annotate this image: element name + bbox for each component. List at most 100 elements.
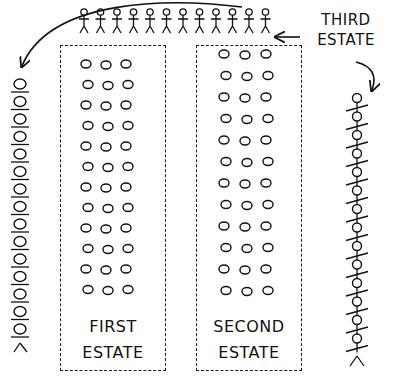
- person-head: [81, 183, 91, 191]
- figure-head: [130, 9, 136, 15]
- figure-arms: [11, 284, 29, 285]
- person-head: [83, 163, 93, 171]
- figure-body: [346, 158, 368, 168]
- figure-body: [79, 15, 89, 33]
- person-head: [242, 116, 252, 124]
- person-head: [101, 143, 111, 151]
- figure-head: [14, 79, 26, 89]
- person-head: [240, 94, 250, 102]
- person-head: [221, 158, 231, 166]
- person-head: [219, 265, 229, 273]
- figure-head: [180, 9, 186, 15]
- stick-figure: [145, 9, 155, 33]
- person-head: [242, 288, 252, 296]
- person-head: [103, 164, 113, 172]
- stick-figure: [211, 9, 221, 33]
- figure-body: [261, 15, 271, 33]
- figure-body: [346, 325, 368, 335]
- person-head: [261, 222, 271, 230]
- figure-head: [147, 9, 153, 15]
- figure-body: [346, 214, 368, 224]
- stick-figure: [96, 9, 106, 33]
- estate-label: FIRST ESTATE: [71, 314, 155, 366]
- figure-body: [112, 15, 122, 33]
- person-head: [242, 159, 252, 167]
- figure-body: [162, 15, 172, 33]
- figure-arms: [11, 231, 29, 232]
- person-head: [261, 50, 271, 58]
- person-head: [121, 60, 131, 68]
- figure-head: [14, 254, 26, 264]
- figure-head: [14, 237, 26, 247]
- figure-head: [246, 9, 252, 15]
- person-head: [83, 204, 93, 212]
- person-head: [123, 122, 133, 130]
- person-head: [219, 179, 229, 187]
- figure-body: [346, 306, 368, 316]
- person-head: [83, 81, 93, 89]
- figure-body: [195, 15, 205, 33]
- person-head: [263, 201, 273, 209]
- figure-arms: [11, 126, 29, 127]
- figure-body: [346, 288, 368, 298]
- person-head: [219, 136, 229, 144]
- person-head: [81, 101, 91, 109]
- person-head: [261, 93, 271, 101]
- estate-callout: THIRD ESTATE: [308, 10, 384, 50]
- person-head: [221, 244, 231, 252]
- figure-head: [14, 114, 26, 124]
- figure-arms: [11, 144, 29, 145]
- person-head: [101, 266, 111, 274]
- person-head: [263, 72, 273, 80]
- stick-figure: [79, 9, 89, 33]
- person-head: [261, 265, 271, 273]
- figure-head: [14, 202, 26, 212]
- stick-figure: [244, 9, 254, 33]
- person-head: [103, 287, 113, 295]
- figure-body: [346, 251, 368, 261]
- stick-figure: [228, 9, 238, 33]
- figure-body: [145, 15, 155, 33]
- figure-body: [96, 15, 106, 33]
- person-head: [123, 245, 133, 253]
- figure-head: [14, 132, 26, 142]
- person-head: [123, 286, 133, 294]
- person-head: [219, 222, 229, 230]
- figure-head: [163, 9, 169, 15]
- figure-head: [353, 205, 362, 214]
- figure-body: [244, 15, 254, 33]
- figure-arms: [11, 161, 29, 162]
- figure-body: [346, 232, 368, 242]
- person-head: [221, 201, 231, 209]
- figure-head: [353, 260, 362, 269]
- person-head: [121, 224, 131, 232]
- figure-head: [213, 9, 219, 15]
- person-head: [81, 60, 91, 68]
- person-head: [123, 204, 133, 212]
- figure-arms: [11, 319, 29, 320]
- stick-figure: [261, 9, 271, 33]
- figure-arms: [11, 214, 29, 215]
- person-head: [242, 245, 252, 253]
- figure-head: [353, 334, 362, 343]
- figure-arms: [11, 301, 29, 302]
- person-head: [83, 122, 93, 130]
- person-head: [81, 142, 91, 150]
- figure-head: [97, 9, 103, 15]
- figure-head: [353, 149, 362, 158]
- figure-arms: [11, 266, 29, 267]
- figure-body: [129, 15, 139, 33]
- person-head: [261, 136, 271, 144]
- estate-region: FIRST ESTATE: [60, 45, 166, 371]
- person-head: [240, 51, 250, 59]
- figure-head: [14, 324, 26, 334]
- stick-figure: [112, 9, 122, 33]
- curved-arrow: [22, 3, 242, 66]
- person-head: [263, 287, 273, 295]
- figure-legs: [14, 343, 27, 352]
- person-head: [240, 266, 250, 274]
- estate-region: SECOND ESTATE: [196, 45, 302, 371]
- stick-figure: [195, 9, 205, 33]
- pointer-arrow: [356, 62, 374, 90]
